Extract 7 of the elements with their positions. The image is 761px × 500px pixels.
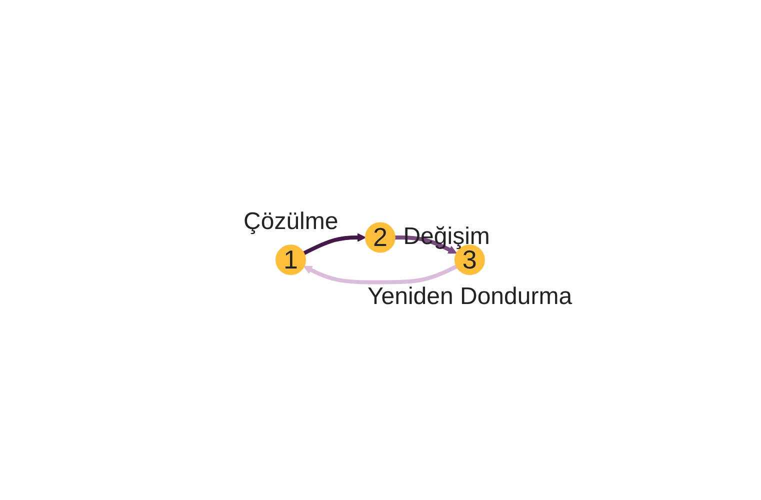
node-circle: 2: [365, 222, 396, 253]
arrow: [304, 264, 458, 284]
node-circle: 1: [276, 244, 306, 275]
arrow: [395, 235, 458, 254]
stage-label: Çözülme: [244, 208, 338, 236]
stage-label: Yeniden Dondurma: [367, 283, 572, 312]
arrow: [303, 232, 366, 255]
